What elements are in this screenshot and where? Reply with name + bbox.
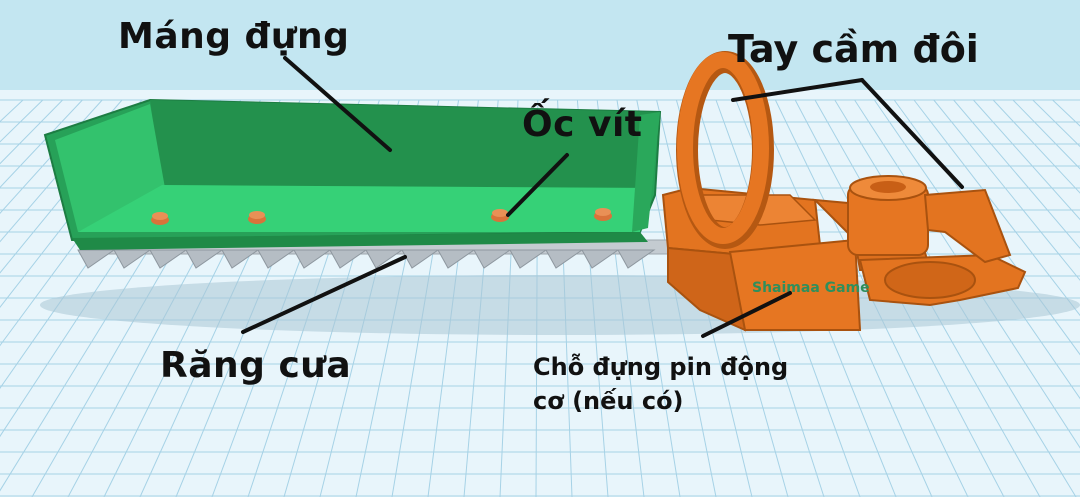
- grid-line: [953, 99, 1080, 250]
- leader-teeth: [241, 255, 407, 334]
- saw-tooth: [365, 249, 404, 269]
- ring-handle: [676, 51, 774, 249]
- motor-body: [661, 175, 1027, 332]
- grid-line: [992, 99, 1080, 194]
- saw-tooth: [509, 249, 548, 269]
- saw-tooth: [329, 249, 368, 269]
- saw-tooth: [617, 249, 656, 269]
- grid-line: [1012, 99, 1080, 170]
- saw-tooth: [221, 249, 260, 269]
- saw-tooth: [581, 249, 620, 269]
- label-battery-line2: cơ (nếu có): [533, 387, 684, 415]
- leader-battery: [701, 291, 792, 338]
- saw-tooth: [185, 249, 224, 269]
- saw-tooth: [257, 249, 296, 269]
- saw-tooth: [77, 249, 116, 269]
- label-battery: Chỗ đựng pin động cơ (nếu có): [533, 350, 853, 418]
- leader-screw: [506, 153, 569, 217]
- tray-model: [43, 98, 662, 250]
- screw-3: [491, 209, 509, 222]
- grid-line: [0, 99, 83, 189]
- grid-line: [973, 99, 1080, 221]
- grid-line: [933, 99, 1080, 281]
- label-battery-line1: Chỗ đựng pin động: [533, 353, 789, 381]
- screw-1: [151, 212, 169, 225]
- leader-handle-ring: [731, 78, 864, 102]
- screw-4: [594, 208, 612, 221]
- label-teeth: Răng cưa: [160, 345, 352, 386]
- screws: [151, 208, 612, 225]
- label-screw: Ốc vít: [522, 104, 643, 145]
- label-handle: Tay cầm đôi: [728, 27, 979, 71]
- leader-lines: [241, 56, 964, 338]
- saw-tooth: [293, 249, 332, 269]
- screw-2: [248, 211, 266, 224]
- leader-tray: [283, 56, 392, 152]
- label-tray: Máng đựng: [118, 16, 350, 57]
- saw-teeth: [77, 239, 681, 269]
- saw-tooth: [437, 249, 476, 269]
- grid-line: [0, 99, 103, 215]
- sky-background: [0, 0, 1080, 100]
- engraving-text: Shaimaa Game: [752, 280, 870, 296]
- saw-tooth: [545, 249, 584, 269]
- saw-tooth: [113, 249, 152, 269]
- leader-handle-rear: [860, 78, 964, 189]
- saw-tooth: [401, 249, 440, 269]
- saw-tooth: [149, 249, 188, 269]
- saw-tooth: [473, 249, 512, 269]
